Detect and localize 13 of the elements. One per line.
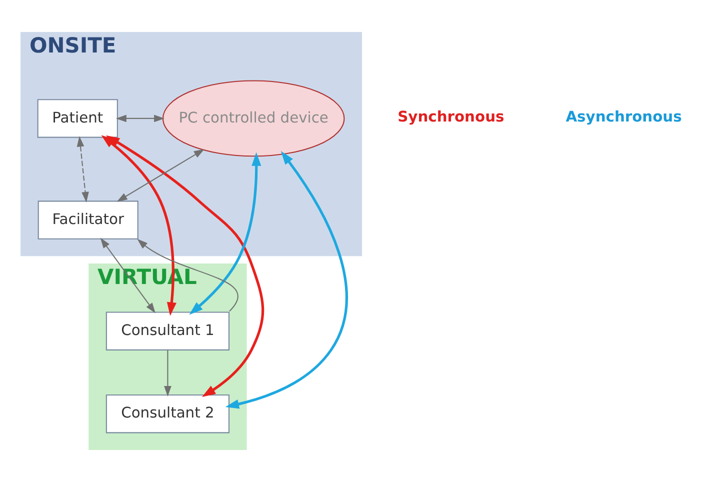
arrow xyxy=(164,350,172,396)
node-box: Consultant 2 xyxy=(106,394,230,434)
node-box: Patient xyxy=(37,99,118,138)
node-box: Consultant 1 xyxy=(106,312,230,350)
arrow xyxy=(116,114,165,122)
arrow xyxy=(76,136,89,202)
arrow xyxy=(116,149,204,202)
label: Synchronous xyxy=(398,108,504,126)
arrow xyxy=(106,135,264,398)
arrow xyxy=(225,151,348,409)
label: Asynchronous xyxy=(566,108,682,126)
arrow xyxy=(189,152,262,315)
node-box: Facilitator xyxy=(38,200,138,240)
